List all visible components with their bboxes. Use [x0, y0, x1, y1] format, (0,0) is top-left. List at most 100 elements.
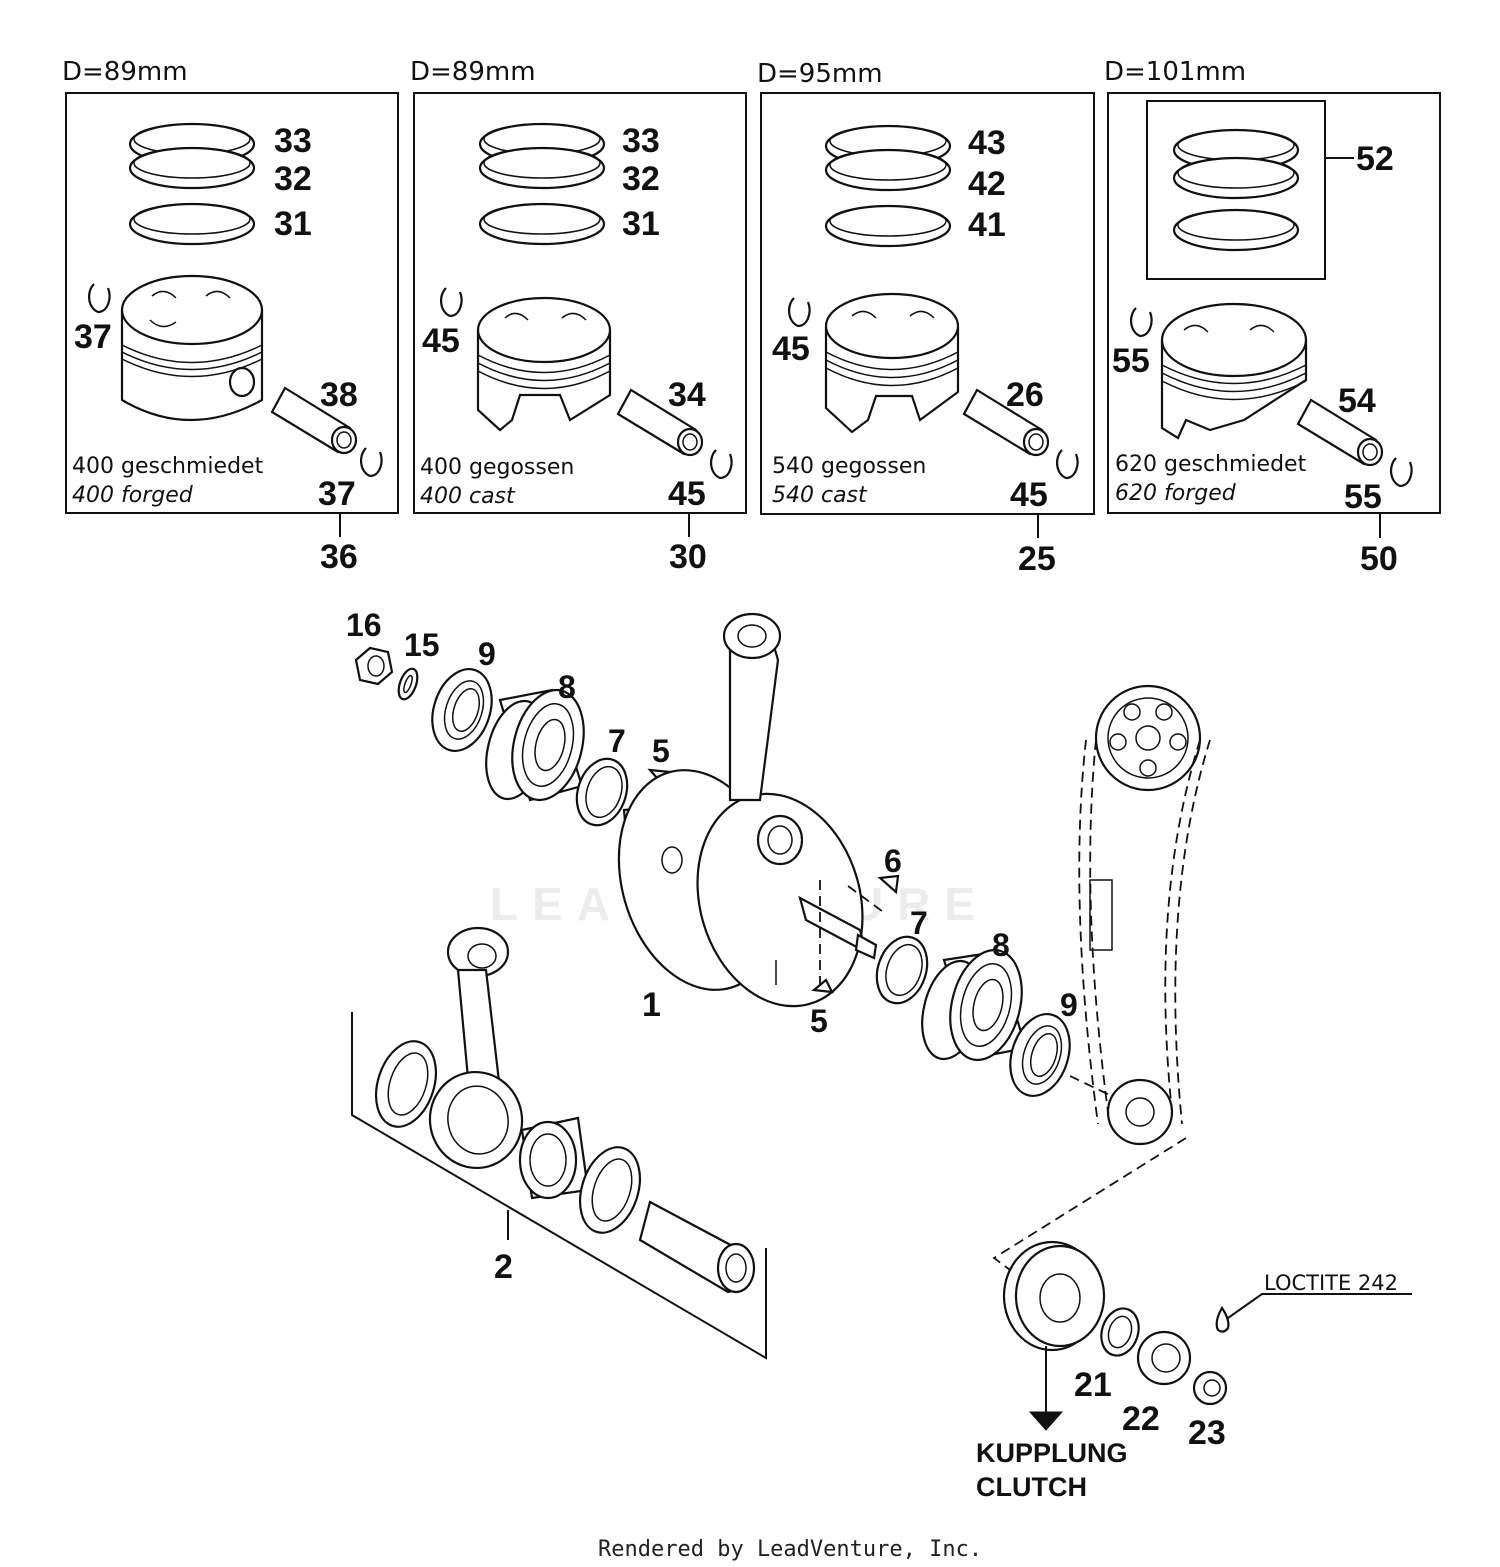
clip-label: 45: [1010, 476, 1048, 514]
piston-rings: [128, 122, 256, 246]
ring-label: 33: [622, 122, 660, 160]
nut-22: [1136, 1330, 1192, 1386]
loctite-note: LOCTITE 242: [1264, 1271, 1398, 1295]
connecting-rod-kit: [351, 926, 767, 1360]
circlip-icon: [1389, 456, 1413, 488]
circlip-icon: [787, 296, 811, 328]
ball-bearing-8-right: [921, 948, 1028, 1062]
kit-diameter: D=89mm: [410, 57, 536, 87]
circlip-icon: [439, 286, 463, 318]
ring-label: 52: [1356, 140, 1394, 178]
nut-23: [1192, 1370, 1228, 1406]
part-label: 7: [608, 723, 626, 759]
part-label: 7: [910, 905, 928, 941]
kit-diameter: D=101mm: [1104, 57, 1246, 87]
part-label: 15: [404, 627, 440, 663]
part-label: 5: [810, 1003, 828, 1039]
part-label: 22: [1122, 1400, 1160, 1438]
ring-label: 41: [968, 206, 1006, 244]
pin-label: 38: [320, 376, 358, 414]
caption-en: 540 cast: [772, 483, 868, 508]
part-label: 16: [346, 607, 382, 643]
kit-frame: [1107, 92, 1441, 514]
primary-gear: [1002, 1240, 1106, 1352]
kit-number: 36: [320, 538, 358, 576]
footer-credit: Rendered by LeadVenture, Inc.: [598, 1537, 982, 1562]
ring-label: 42: [968, 165, 1006, 203]
kit-frame: [760, 92, 1095, 515]
spacer-21: [1100, 1307, 1140, 1357]
piston-rings: [478, 122, 606, 246]
ring-label: 33: [274, 122, 312, 160]
piston-rings: [824, 124, 952, 248]
oil-seal-9-right: [1009, 1013, 1071, 1097]
shim-7-left: [575, 757, 629, 827]
caption-en: 620 forged: [1115, 481, 1237, 506]
caption-de: 540 gegossen: [772, 454, 926, 479]
nut-16: [354, 646, 394, 686]
clip-label: 55: [1344, 478, 1382, 516]
part-label: 5: [652, 733, 670, 769]
clip-label: 45: [422, 322, 460, 360]
kit-frame: [65, 92, 399, 514]
ring-label: 32: [274, 160, 312, 198]
part-label: 8: [558, 669, 576, 705]
ring-set-box: [1146, 100, 1326, 280]
part-label: 8: [992, 927, 1010, 963]
clip-label: 37: [318, 475, 356, 513]
piston-kit-540-cast: D=95mm 43 42 41 45 26 540 gegossen 540 c…: [757, 59, 1095, 578]
clutch-arrow-icon: [1028, 1411, 1064, 1431]
clip-label: 45: [772, 330, 810, 368]
caption-en: 400 cast: [420, 484, 516, 509]
part-label: 1: [642, 986, 661, 1024]
clutch-label-en: CLUTCH: [976, 1472, 1087, 1502]
ring-label: 43: [968, 124, 1006, 162]
part-label: 2: [494, 1248, 513, 1286]
ring-label: 31: [622, 205, 660, 243]
part-label: 9: [1060, 987, 1078, 1023]
clip-label: 45: [668, 475, 706, 513]
crankshaft-assembly: 16 15 9 8 7 5: [346, 607, 1412, 1502]
clutch-label-de: KUPPLUNG: [976, 1438, 1128, 1468]
pin-label: 54: [1338, 382, 1376, 420]
circlip-icon: [709, 448, 733, 480]
piston: [824, 292, 960, 434]
pin-label: 34: [668, 376, 706, 414]
circlip-icon: [359, 446, 383, 478]
piston-kit-400-cast: D=89mm 33 32 31 45 34 400 gegossen 400 c…: [410, 57, 747, 576]
loctite-drop-icon: [1215, 1305, 1230, 1333]
kit-frame: [413, 92, 747, 514]
kit-number: 50: [1360, 540, 1398, 578]
piston-kit-620-forged: D=101mm 52 55 54 620 geschmiedet 620 for…: [1104, 57, 1441, 578]
piston: [120, 274, 264, 421]
shaft-axis-line: [1069, 1075, 1121, 1101]
piston-rings: [1172, 128, 1300, 252]
oil-seal-9-left: [431, 668, 493, 752]
kit-number: 25: [1018, 540, 1056, 578]
lock-washer-15: [397, 667, 419, 701]
part-label: 23: [1188, 1414, 1226, 1452]
ring-label: 31: [274, 205, 312, 243]
crankshaft-1: [617, 612, 878, 1008]
caption-de: 400 geschmiedet: [72, 454, 264, 479]
clip-label: 55: [1112, 342, 1150, 380]
kit-number: 30: [669, 538, 707, 576]
piston-kit-400-forged: D=89mm 33 32 31 37 38 400 geschmiedet 40…: [62, 57, 399, 576]
woodruff-key-6: [847, 874, 900, 915]
caption-en: 400 forged: [72, 483, 194, 508]
piston: [476, 296, 612, 432]
circlip-icon: [1129, 306, 1153, 338]
pin-label: 26: [1006, 376, 1044, 414]
circlip-icon: [87, 282, 111, 314]
loctite-leader-line: [1227, 1293, 1412, 1319]
timing-chain: [1078, 684, 1211, 1146]
piston: [1160, 302, 1308, 440]
caption-de: 400 gegossen: [420, 455, 574, 480]
circlip-icon: [1055, 448, 1079, 480]
part-label: 21: [1074, 1366, 1112, 1404]
shim-7-right: [875, 935, 929, 1005]
part-label: 6: [884, 843, 902, 879]
woodruff-key-5-bottom: [811, 978, 834, 994]
kit-diameter: D=89mm: [62, 57, 188, 87]
